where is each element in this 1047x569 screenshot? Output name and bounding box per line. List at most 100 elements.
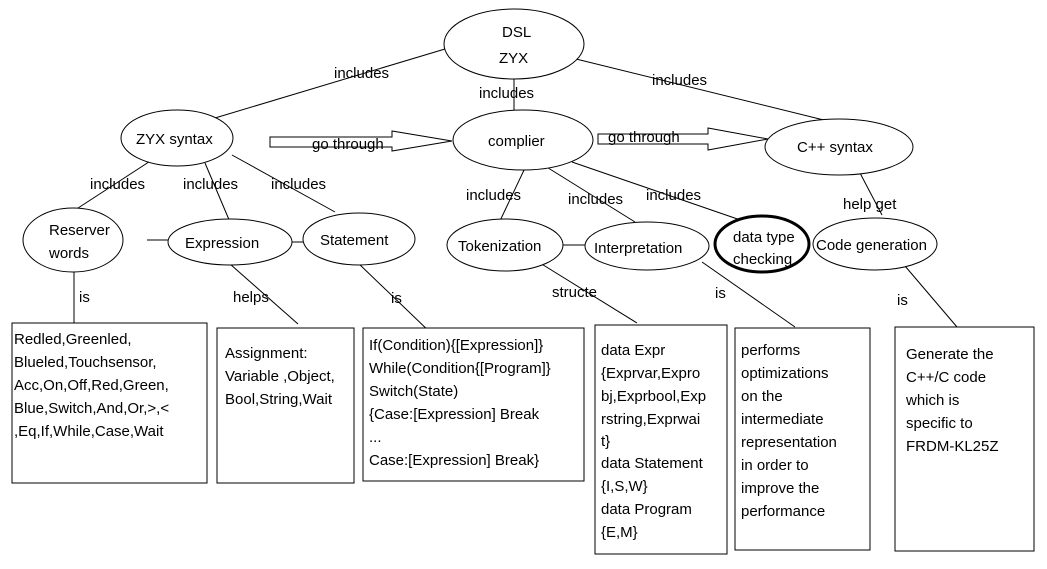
data-definitions-line: data Program [601,501,692,518]
edge-zyx-expression [204,162,231,223]
edge-label-compiler-tokenization: includes [466,187,521,204]
reserved-words-line: Blue,Switch,And,Or,>,< [14,400,169,417]
interpretation-node [584,221,710,271]
data-type-checking-label-line2: checking [733,251,792,268]
edge-zyx-reserver [74,157,156,211]
edge-label-compiler-cpp: go through [608,129,680,146]
generate-line: which is [905,392,959,409]
compiler-node [452,109,594,171]
statements-box [362,327,585,482]
data-type-checking-label-line1: data type [733,229,795,246]
edge-cpp-codegen [859,172,883,216]
dsl-title-line1: DSL [502,24,531,41]
edge-label-zyx-compiler: go through [312,136,384,153]
statements-line: If(Condition){[Expression]} [369,337,543,354]
compiler-label: complier [488,133,545,150]
assignment-line: Variable ,Object, [225,368,335,385]
edge-dsl-zyx [214,45,456,119]
tokenization-label: Tokenization [458,238,541,255]
statements-line: Case:[Expression] Break} [369,452,539,469]
generate-line: C++/C code [906,369,986,386]
edge-label-zyx-reserver: includes [90,176,145,193]
assignment-box [216,327,355,484]
edge-compiler-interpretation [544,165,636,223]
reserved-words-line: Blueled,Touchsensor, [14,354,157,371]
optimizations-line: intermediate [741,411,824,428]
reserver-words-node [22,207,124,273]
dsl-title-line2: ZYX [499,50,528,67]
edge-label-reserver-box: is [79,289,90,306]
edge-label-dsl-zyx: includes [334,65,389,82]
edge-dsl-cpp [571,57,841,125]
optimizations-line: performance [741,503,825,520]
interpretation-label: Interpretation [594,240,682,257]
code-generation-node [812,217,938,271]
edge-label-codegen-box: is [897,292,908,309]
optimizations-line: on the [741,388,783,405]
edge-label-zyx-expression: includes [183,176,238,193]
reserver-words-label-line1: Reserver [49,222,110,239]
dsl-node [443,8,585,80]
zyx-syntax-node [120,109,234,167]
data-definitions-line: data Expr [601,342,665,359]
data-definitions-line: {I,S,W} [601,478,648,495]
zyx-syntax-label: ZYX syntax [136,131,213,148]
statements-line: ... [369,429,382,446]
edge-label-statement-box: is [391,290,402,307]
edge-compiler-tokenization [497,167,526,226]
reserved-words-box [11,322,208,484]
edge-zyx-statement [231,154,336,213]
edge-label-zyx-statement: includes [271,176,326,193]
optimizations-line: representation [741,434,837,451]
generate-line: Generate the [906,346,994,363]
go-through-arrow-left [269,130,453,152]
edge-label-cpp-codegen: help get [843,196,897,213]
edge-compiler-datatype [571,161,753,225]
go-through-arrow-right [597,127,769,151]
data-type-checking-node [713,214,811,274]
edge-label-interpretation-box: is [715,285,726,302]
edge-label-expression-box: helps [233,289,269,306]
edge-label-dsl-cpp: includes [652,72,707,89]
generate-box [894,326,1035,552]
edge-label-compiler-datatype: includes [646,187,701,204]
reserved-words-line: Redled,Greenled, [14,331,132,348]
data-definitions-line: t} [601,433,610,450]
optimizations-line: improve the [741,480,819,497]
data-definitions-line: rstring,Exprwai [601,411,700,428]
assignment-line: Assignment: [225,345,308,362]
optimizations-line: optimizations [741,365,829,382]
tokenization-node [446,218,564,272]
edge-expression-box [229,263,299,325]
code-generation-label: Code generation [816,237,927,254]
statements-line: {Case:[Expression] Break [369,406,540,423]
edge-codegen-box [904,265,958,328]
data-definitions-box [594,324,728,555]
expression-label: Expression [185,235,259,252]
edge-label-tokenization-box: structe [552,284,597,301]
edge-interpretation-box [701,261,796,328]
data-definitions-line: bj,Exprbool,Exp [601,388,706,405]
data-definitions-line: {Exprvar,Expro [601,365,700,382]
data-definitions-line: {E,M} [601,524,638,541]
optimizations-line: performs [741,342,800,359]
edge-tokenization-box [539,262,638,324]
statement-node [302,212,416,266]
statement-label: Statement [320,232,389,249]
data-definitions-line: data Statement [601,455,704,472]
statements-line: While(Condition{[Program]} [369,360,551,377]
reserver-words-label-line2: words [48,245,89,262]
generate-line: FRDM-KL25Z [906,438,999,455]
reserved-words-line: Acc,On,Off,Red,Green, [14,377,169,394]
expression-node [167,218,293,266]
optimizations-box [734,327,871,551]
generate-line: specific to [906,415,973,432]
optimizations-line: in order to [741,457,809,474]
cpp-syntax-node [764,118,914,176]
assignment-line: Bool,String,Wait [225,391,333,408]
reserved-words-line: ,Eq,If,While,Case,Wait [14,423,164,440]
edge-label-dsl-compiler: includes [479,85,534,102]
edge-label-compiler-interpretation: includes [568,191,623,208]
statements-line: Switch(State) [369,383,458,400]
